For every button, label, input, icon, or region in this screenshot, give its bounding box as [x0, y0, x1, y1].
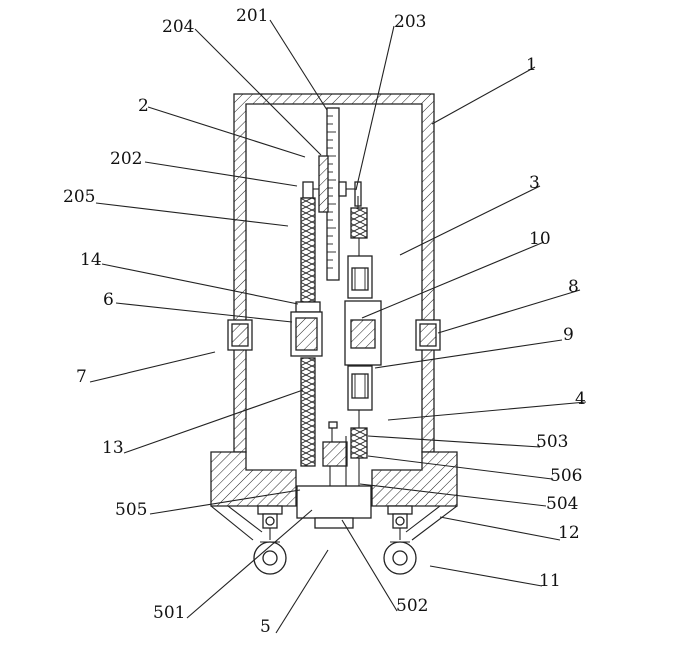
label-205: 205 — [63, 187, 95, 207]
label-2: 2 — [138, 96, 149, 116]
label-6: 6 — [103, 290, 114, 310]
leader-lines — [89, 19, 587, 634]
label-203: 203 — [394, 12, 426, 32]
label-504: 504 — [546, 494, 578, 514]
label-14: 14 — [80, 250, 102, 270]
right-assembly — [344, 196, 382, 486]
side-block-left — [227, 319, 253, 351]
label-4: 4 — [575, 389, 586, 409]
label-3: 3 — [529, 173, 540, 193]
label-8: 8 — [568, 277, 579, 297]
side-block-right — [415, 319, 441, 351]
label-9: 9 — [563, 325, 574, 345]
label-204: 204 — [162, 17, 194, 37]
label-506: 506 — [550, 466, 582, 486]
label-501: 501 — [153, 603, 185, 623]
wheel-left — [210, 505, 287, 575]
label-13: 13 — [102, 438, 124, 458]
label-11: 11 — [539, 571, 561, 591]
label-10: 10 — [529, 229, 551, 249]
label-505: 505 — [115, 500, 147, 520]
label-503: 503 — [536, 432, 568, 452]
label-1: 1 — [526, 55, 537, 75]
scale-ruler — [318, 107, 362, 281]
label-7: 7 — [76, 367, 87, 387]
label-5: 5 — [260, 617, 271, 637]
label-202: 202 — [110, 149, 142, 169]
left-screw-assembly — [290, 181, 323, 467]
label-502: 502 — [396, 596, 428, 616]
label-201: 201 — [236, 6, 268, 26]
wheel-right — [383, 505, 458, 575]
label-12: 12 — [558, 523, 580, 543]
